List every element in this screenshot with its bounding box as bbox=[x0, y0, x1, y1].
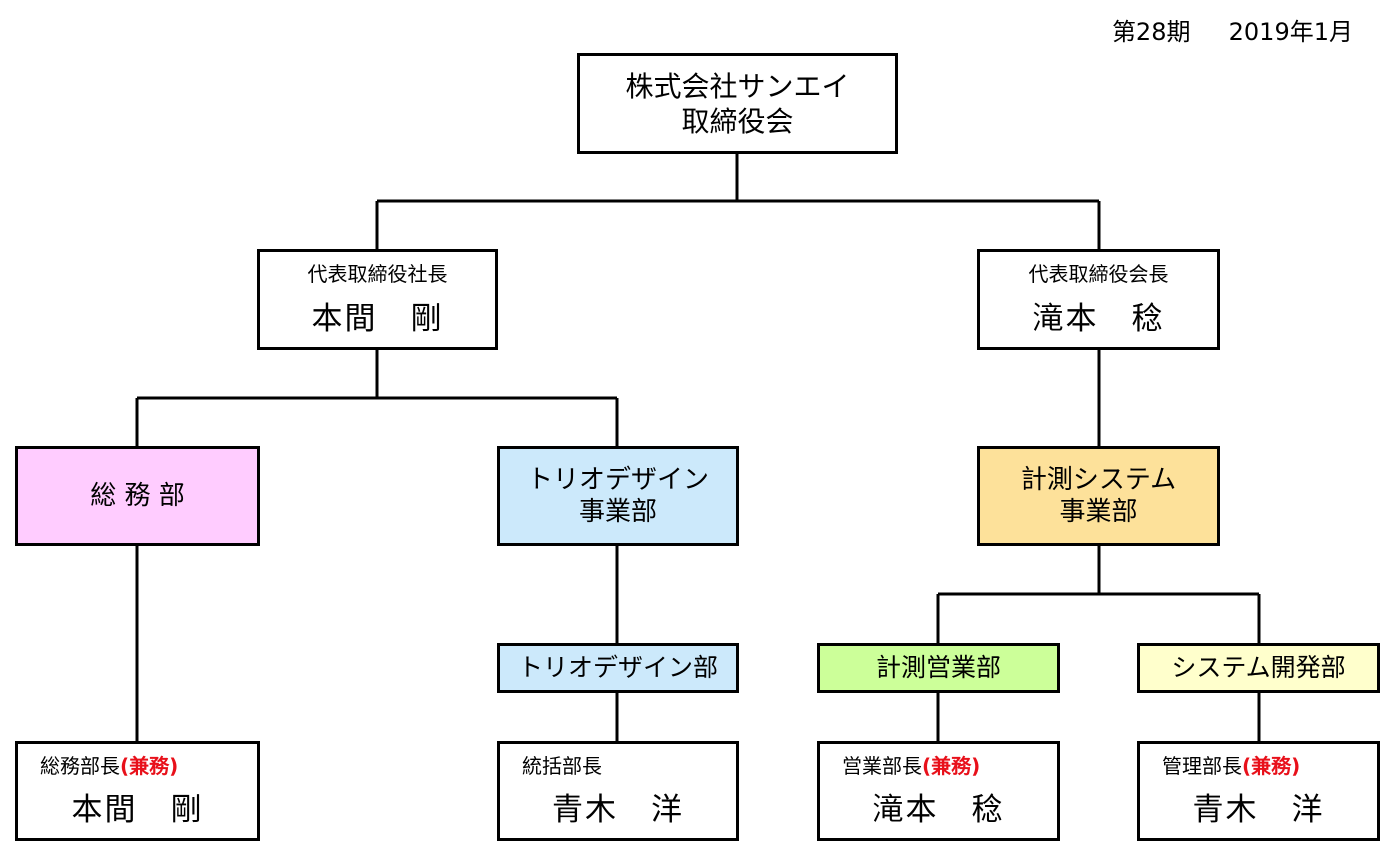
trio-design-dept-box: トリオデザイン部 bbox=[497, 643, 739, 693]
manager-box-general-affairs: 総務部長(兼務) 本間 剛 bbox=[15, 741, 260, 841]
company-name: 株式会社サンエイ bbox=[625, 69, 850, 103]
manager-name: 滝本 稔 bbox=[872, 792, 1005, 829]
manager-role-label: 統括部長 bbox=[522, 754, 602, 778]
concurrent-badge: (兼務) bbox=[1242, 754, 1301, 778]
manager-role-label: 営業部長 bbox=[842, 754, 922, 778]
chairman-title: 代表取締役会長 bbox=[1028, 262, 1169, 286]
manager-box-system-dev: 管理部長(兼務) 青木 洋 bbox=[1137, 741, 1380, 841]
trio-design-division-line2: 事業部 bbox=[578, 497, 657, 527]
trio-design-division-line1: トリオデザイン bbox=[526, 464, 709, 495]
trio-design-dept-label: トリオデザイン部 bbox=[517, 653, 718, 683]
manager-name: 青木 洋 bbox=[1192, 792, 1325, 829]
trio-design-division-box: トリオデザイン 事業部 bbox=[497, 446, 739, 546]
period-label: 第28期 bbox=[1111, 18, 1191, 46]
president-box: 代表取締役社長 本間 剛 bbox=[257, 249, 498, 350]
manager-name: 本間 剛 bbox=[71, 792, 204, 829]
date-label: 2019年1月 bbox=[1228, 18, 1353, 46]
manager-role: 総務部長(兼務) bbox=[40, 754, 178, 779]
manager-role-label: 総務部長 bbox=[40, 754, 120, 778]
manager-role-label: 管理部長 bbox=[1162, 754, 1242, 778]
concurrent-badge: (兼務) bbox=[922, 754, 981, 778]
measurement-sales-label: 計測営業部 bbox=[875, 653, 1001, 683]
manager-role: 営業部長(兼務) bbox=[842, 754, 980, 779]
chairman-name: 滝本 稔 bbox=[1032, 301, 1165, 338]
board-label: 取締役会 bbox=[681, 104, 794, 138]
measurement-division-box: 計測システム 事業部 bbox=[977, 446, 1220, 546]
general-affairs-box: 総 務 部 bbox=[15, 446, 260, 546]
manager-role: 管理部長(兼務) bbox=[1162, 754, 1300, 779]
manager-name: 青木 洋 bbox=[552, 792, 684, 829]
system-dev-box: システム開発部 bbox=[1137, 643, 1380, 693]
concurrent-badge: (兼務) bbox=[120, 754, 179, 778]
manager-box-sales: 営業部長(兼務) 滝本 稔 bbox=[817, 741, 1060, 841]
general-affairs-label: 総 務 部 bbox=[90, 480, 185, 511]
board-box: 株式会社サンエイ 取締役会 bbox=[577, 53, 898, 154]
president-title: 代表取締役社長 bbox=[307, 262, 448, 286]
period-date: 第28期 2019年1月 bbox=[1112, 12, 1353, 47]
measurement-sales-box: 計測営業部 bbox=[817, 643, 1060, 693]
manager-role: 統括部長 bbox=[522, 754, 602, 779]
president-name: 本間 剛 bbox=[311, 301, 444, 338]
system-dev-label: システム開発部 bbox=[1171, 653, 1346, 683]
manager-box-trio-design: 統括部長 青木 洋 bbox=[497, 741, 739, 841]
measurement-division-line1: 計測システム bbox=[1020, 464, 1177, 495]
chairman-box: 代表取締役会長 滝本 稔 bbox=[977, 249, 1220, 350]
measurement-division-line2: 事業部 bbox=[1059, 497, 1138, 527]
